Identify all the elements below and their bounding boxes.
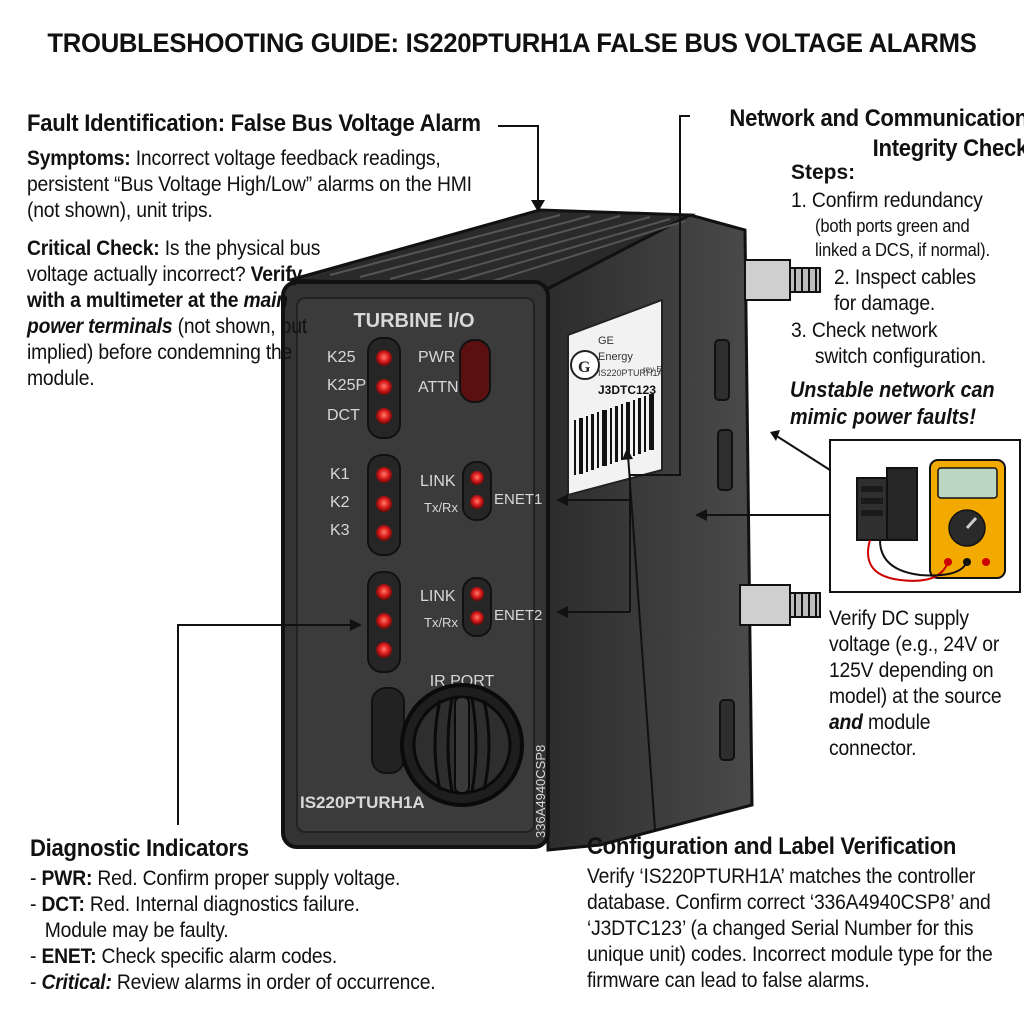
pwr-label: PWR [418, 349, 455, 366]
critical-body1: Is the physical bus voltage actually inc… [27, 237, 321, 286]
led-group3-1 [376, 584, 392, 600]
panel-title: TURBINE I/O [353, 310, 474, 332]
critical-label: Critical Check: [27, 237, 160, 260]
led-txrx1 [470, 495, 484, 509]
diag-text: Review alarms in order of occurrence. [116, 971, 436, 994]
step-1-sub-line1: (both ports green and [815, 216, 970, 236]
diag-item-critical: - Critical: Review alarms in order of oc… [30, 971, 436, 994]
step-2-line2: for damage. [834, 292, 936, 315]
step-1-sub-line2: linked a DCS, if normal). [815, 240, 990, 260]
dc-verify-text: Verify DC supply voltage (e.g., 24V or 1… [829, 606, 1022, 762]
terminal-bolt-top [744, 259, 821, 301]
led-label-dct: DCT [327, 407, 360, 424]
step-2: 2. Inspect cables for damage. [834, 265, 976, 317]
multimeter-inset [829, 439, 1021, 593]
sticker-model: IS220PTURH1A [598, 368, 664, 378]
diagnostic-list: - PWR: Red. Confirm proper supply voltag… [30, 866, 527, 996]
led-k25p [376, 379, 392, 395]
barcode [574, 394, 654, 475]
diag-item-dct-cont: Module may be faulty. [30, 918, 527, 944]
part-number-label: 336A4940CSP8 [533, 745, 548, 838]
led-txrx2 [470, 611, 484, 625]
led-group3-2 [376, 613, 392, 629]
steps-label: Steps: [791, 161, 856, 184]
diag-key: ENET: [41, 945, 97, 968]
network-heading-line2: Integrity Check [872, 135, 1024, 162]
diag-key: PWR: [41, 867, 93, 890]
step-1: 1. Confirm redundancy [791, 189, 983, 212]
link2-label: LINK [420, 588, 456, 605]
led-label-k1: K1 [330, 466, 350, 483]
step-3: 3. Check network switch configuration. [791, 318, 986, 370]
symptoms-text: Symptoms: Incorrect voltage feedback rea… [27, 146, 505, 224]
txrx2-label: Tx/Rx [424, 615, 458, 630]
led-k2 [376, 496, 392, 512]
step-2-line1: 2. Inspect cables [834, 266, 976, 289]
diag-text: Check specific alarm codes. [101, 945, 338, 968]
step-1-sub: (both ports green and linked a DCS, if n… [815, 214, 990, 262]
network-heading-line1: Network and Communication [729, 105, 1024, 132]
critical-bold: Verify with a multimeter at the [27, 263, 303, 312]
led-link2 [470, 587, 484, 601]
dc-verify-and: and [829, 711, 863, 734]
sticker-brand1: GE [598, 335, 614, 347]
page-title: TROUBLESHOOTING GUIDE: IS220PTURH1A FALS… [47, 28, 977, 58]
critical-italic: main power terminals [27, 289, 288, 338]
symptoms-label: Symptoms: [27, 147, 131, 170]
link1-label: LINK [420, 473, 456, 490]
led-link1 [470, 471, 484, 485]
ir-port-window [371, 687, 405, 774]
diag-item-enet: - ENET: Check specific alarm codes. [30, 945, 338, 968]
terminal-bolt-bottom [739, 584, 821, 626]
led-k3 [376, 525, 392, 541]
critical-body2: (not shown, but implied) before condemni… [27, 315, 307, 390]
diag-item-dct: - DCT: Red. Internal diagnostics failure… [30, 893, 360, 916]
sticker-rev: rev E [643, 365, 662, 374]
diag-item-pwr: - PWR: Red. Confirm proper supply voltag… [30, 867, 401, 890]
network-warning: Unstable network can mimic power faults! [790, 377, 995, 429]
svg-text:G: G [578, 359, 591, 376]
txrx1-label: Tx/Rx [424, 500, 458, 515]
diag-text: Module may be faulty. [44, 919, 229, 942]
led-pwr-attn [459, 339, 491, 403]
led-k1 [376, 467, 392, 483]
attn-label: ATTN [418, 379, 459, 396]
enet2-label: ENET2 [494, 607, 542, 624]
step-3-line2: switch configuration. [814, 345, 987, 368]
led-label-k3: K3 [330, 522, 350, 539]
led-group3-3 [376, 642, 392, 658]
dc-verify-tail: module connector. [829, 711, 931, 760]
led-label-k25: K25 [327, 349, 356, 366]
led-dct [376, 408, 392, 424]
diag-text: Red. Internal diagnostics failure. [89, 893, 360, 916]
fault-heading: Fault Identification: False Bus Voltage … [27, 110, 481, 137]
diag-key: Critical: [41, 971, 112, 994]
sticker-serial: J3DTC123 [598, 383, 656, 397]
symptoms-body: Incorrect voltage feedback readings, per… [27, 147, 472, 222]
dc-verify-body: Verify DC supply voltage (e.g., 24V or 1… [829, 607, 1002, 708]
config-heading: Configuration and Label Verification [587, 833, 957, 860]
led-label-k25p: K25P [327, 377, 366, 394]
led-k25 [376, 350, 392, 366]
ge-logo-icon [570, 350, 600, 380]
config-body: Verify ‘IS220PTURH1A’ matches the contro… [587, 865, 993, 992]
led-label-k2: K2 [330, 494, 350, 511]
diag-text: Red. Confirm proper supply voltage. [97, 867, 401, 890]
enet1-label: ENET1 [494, 491, 542, 508]
critical-check-text: Critical Check: Is the physical bus volt… [27, 236, 321, 392]
network-heading: Network and Communication Integrity Chec… [717, 104, 1024, 164]
connector-lines [177, 115, 831, 831]
module-model-label: IS220PTURH1A [300, 793, 425, 812]
diagnostic-heading: Diagnostic Indicators [30, 835, 249, 862]
step-3-line1: 3. Check network [791, 319, 938, 342]
diag-key: DCT: [41, 893, 85, 916]
sticker-brand2: Energy [598, 351, 633, 363]
